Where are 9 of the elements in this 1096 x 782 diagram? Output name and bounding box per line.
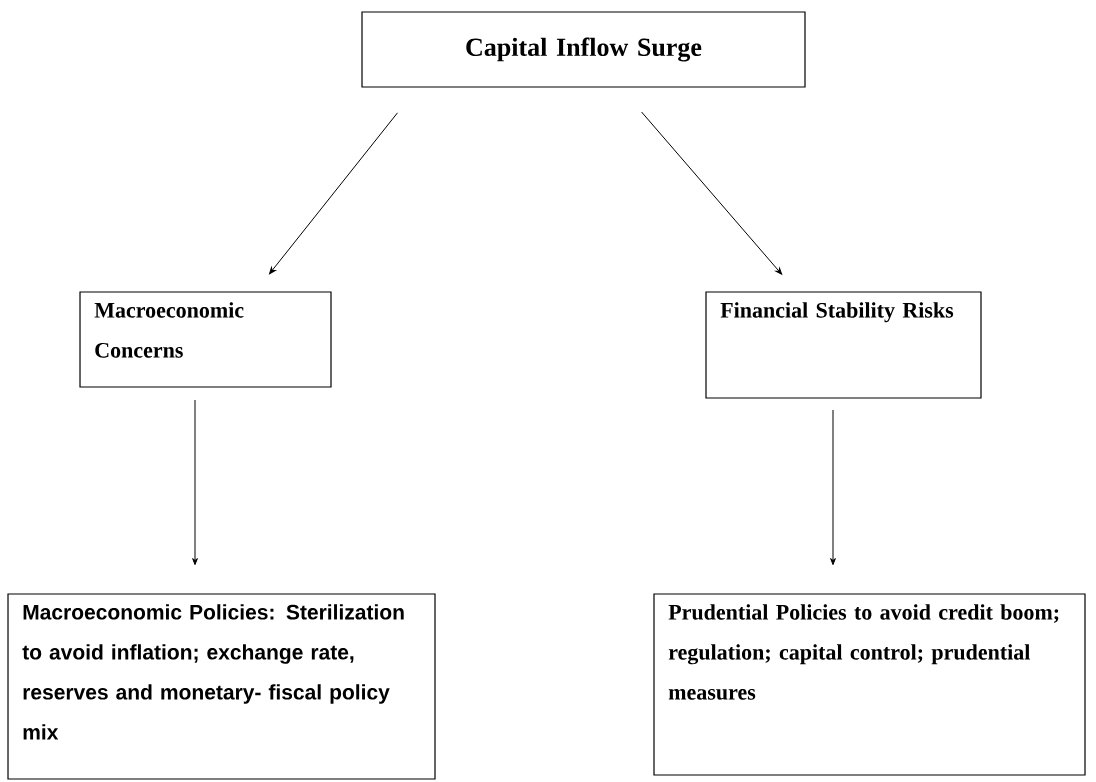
text-box: Macroeconomic Policies: Sterilization to avoid inflation; exchange rate, reserves and monetary- fiscal policy mix <box>7 593 436 780</box>
arrow <box>830 409 836 566</box>
arrow <box>269 112 398 275</box>
arrow <box>192 399 198 566</box>
arrow <box>641 111 783 275</box>
text-box: Financial Stability Risks <box>705 291 982 399</box>
text-box: Macroeconomic Concerns <box>79 291 332 388</box>
text-box: Prudential Policies to avoid credit boom; regulation; capital control; prudential measures <box>653 593 1086 776</box>
text-box: Capital Inflow Surge <box>361 11 806 88</box>
